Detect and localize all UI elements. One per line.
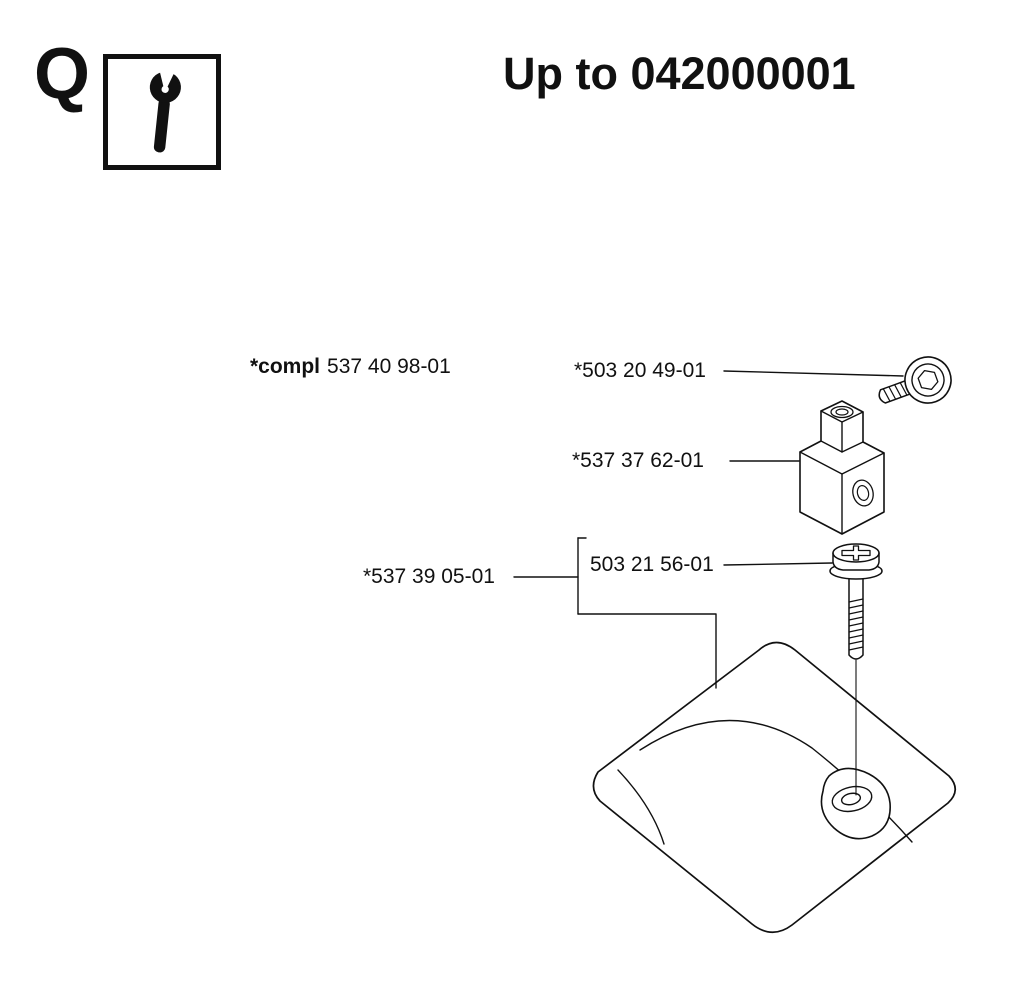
part-label-pan-head-screw: 503 21 56-01 (590, 553, 714, 576)
page-title: Up to 042000001 (503, 48, 856, 99)
part-label-compl: *compl 537 40 98-01 (250, 356, 451, 378)
tool-icon-box (103, 54, 221, 170)
section-letter: Q (34, 34, 91, 114)
anchor-block-drawing (799, 400, 885, 535)
leader-lines (513, 370, 904, 578)
part-label-compl-prefix: *compl (250, 355, 321, 378)
part-label-anchor-block: *537 37 62-01 (572, 449, 704, 472)
part-label-cover-assembly: *537 39 05-01 (363, 565, 495, 588)
pan-head-screw-drawing (829, 543, 883, 796)
part-label-button-head-screw: *503 20 49-01 (574, 359, 706, 382)
part-label-compl-number: 537 40 98-01 (327, 355, 451, 378)
grouping-bracket (577, 537, 717, 689)
wrench-icon (149, 59, 181, 153)
cover-boss (820, 767, 891, 840)
cover-drawing (592, 641, 957, 934)
button-head-screw-drawing (878, 356, 952, 404)
